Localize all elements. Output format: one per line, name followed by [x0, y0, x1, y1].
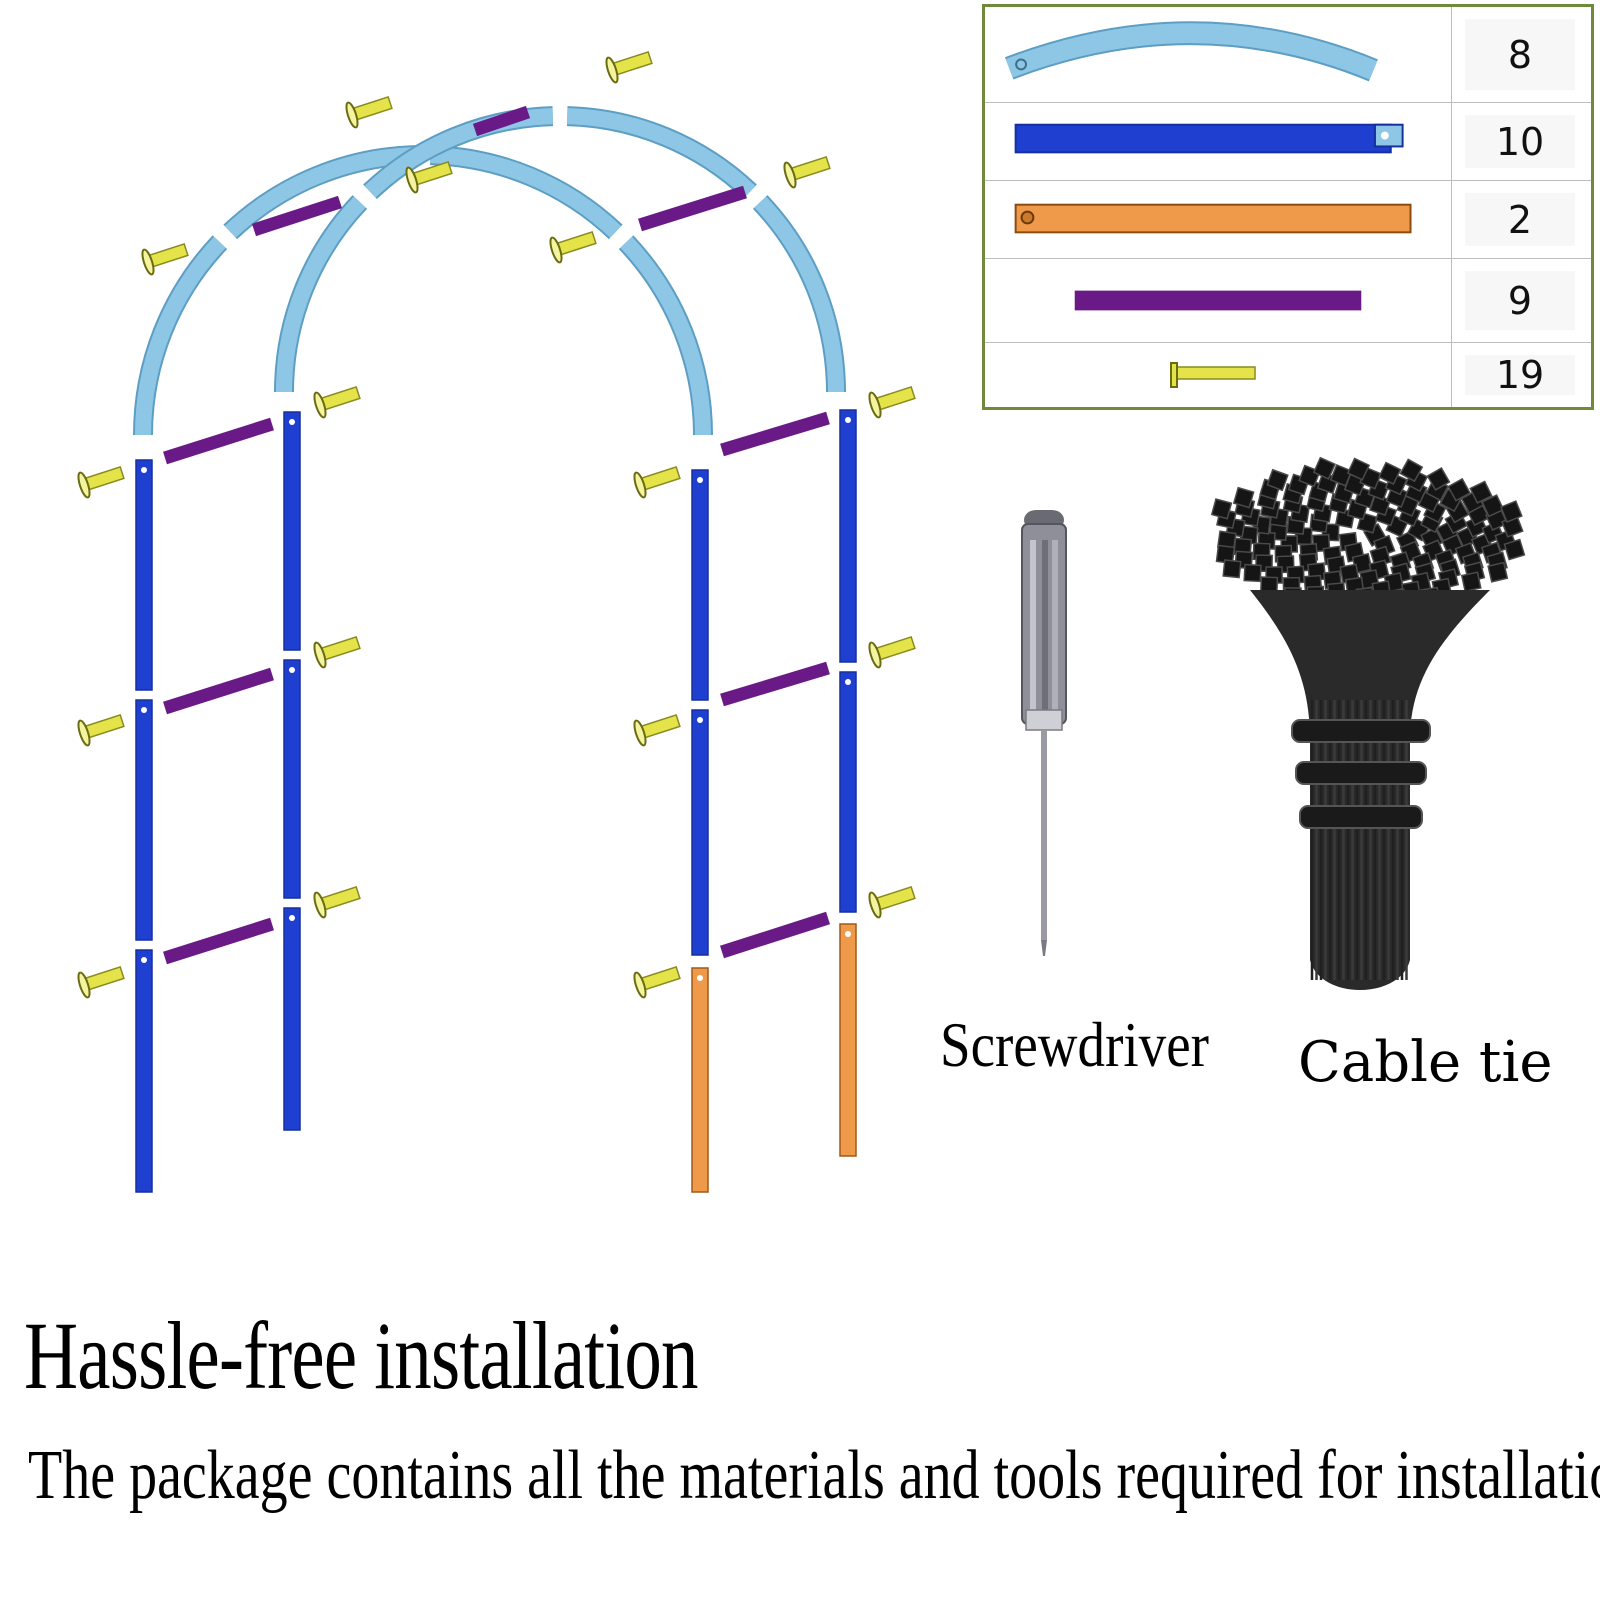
- straight-tube: [691, 709, 709, 956]
- quantity-curved-tube: 8: [1465, 19, 1575, 90]
- ground-stake-icon: [1014, 203, 1412, 234]
- screw-hole: [697, 975, 703, 981]
- screw: [633, 965, 681, 999]
- cross-bar: [251, 195, 343, 237]
- quantity-screw: 19: [1465, 353, 1575, 397]
- screw: [633, 465, 681, 499]
- cross-bar: [163, 417, 274, 465]
- screw-hole: [845, 679, 851, 685]
- screwdriver-label: Screwdriver: [940, 1009, 1209, 1080]
- straight-tube: [839, 409, 857, 663]
- straight-tube-icon: [1014, 123, 1404, 154]
- straight-tube: [135, 699, 153, 941]
- parts-row-cross-bar: 9: [985, 259, 1591, 343]
- cable-tie-bundle-icon: [1210, 456, 1526, 990]
- parts-quantity-table: 8 10 2 9 19: [982, 4, 1594, 410]
- curved-tube-segment: [754, 196, 844, 393]
- screw: [77, 965, 125, 999]
- screw-hole: [697, 717, 703, 723]
- screw: [141, 242, 189, 276]
- curved-tube-segment: [430, 147, 622, 238]
- screw-hole: [141, 467, 147, 473]
- straight-tube: [135, 459, 153, 691]
- curved-tube-icon: [1004, 21, 1378, 82]
- straight-tube: [283, 659, 301, 899]
- ground-stake: [691, 967, 709, 1193]
- quantity-straight-tube: 10: [1465, 115, 1575, 168]
- arch-assembly-diagram: [77, 50, 916, 1193]
- ground-stake: [839, 923, 857, 1157]
- subline: The package contains all the materials a…: [28, 1437, 1600, 1514]
- screw-hole: [141, 957, 147, 963]
- cable-tie-label: Cable tie: [1298, 1030, 1553, 1095]
- screwdriver-icon: [1021, 510, 1067, 956]
- parts-row-screw: 19: [985, 343, 1591, 407]
- curved-tube-segment: [276, 196, 366, 393]
- straight-tube: [135, 949, 153, 1193]
- screw-hole: [289, 915, 295, 921]
- screw: [313, 635, 361, 669]
- screw: [549, 230, 597, 264]
- cross-bar: [720, 411, 830, 457]
- screw-hole: [845, 931, 851, 937]
- curved-tube-segment: [135, 236, 226, 436]
- headline: Hassle-free installation: [24, 1302, 698, 1409]
- screw: [77, 713, 125, 747]
- screw: [868, 385, 916, 419]
- screw: [868, 635, 916, 669]
- cross-bar: [720, 911, 830, 959]
- screw: [345, 95, 393, 129]
- screw: [783, 155, 831, 189]
- straight-tube: [839, 671, 857, 913]
- arch-curved-tubes: [133, 106, 846, 436]
- screw-icon: [1170, 362, 1256, 388]
- cross-bar: [163, 667, 274, 715]
- quantity-cross-bar: 9: [1465, 271, 1575, 330]
- cross-bar: [163, 917, 274, 965]
- screw: [868, 885, 916, 919]
- screw-hole: [697, 477, 703, 483]
- quantity-ground-stake: 2: [1465, 193, 1575, 246]
- arch-cross-bars: [163, 105, 830, 965]
- screw-hole: [289, 667, 295, 673]
- straight-tube: [691, 469, 709, 701]
- screw-hole: [845, 417, 851, 423]
- arch-straight-tubes: [135, 409, 857, 1193]
- cross-bar: [720, 661, 830, 707]
- curved-tube-segment: [620, 236, 711, 436]
- screw: [77, 465, 125, 499]
- cross-bar-icon: [1074, 290, 1362, 311]
- curved-tube-segment: [567, 108, 756, 198]
- parts-row-straight-tube: 10: [985, 103, 1591, 181]
- parts-row-ground-stake: 2: [985, 181, 1591, 259]
- arch-screws: [77, 50, 916, 999]
- screw: [405, 160, 453, 194]
- screw-hole: [289, 419, 295, 425]
- cross-bar: [472, 105, 531, 137]
- screw: [313, 385, 361, 419]
- straight-tube: [283, 907, 301, 1131]
- curved-tube-segment: [224, 147, 416, 238]
- parts-row-curved-tube: 8: [985, 7, 1591, 103]
- straight-tube: [283, 411, 301, 651]
- screw: [605, 50, 653, 84]
- screw: [313, 885, 361, 919]
- screw-hole: [141, 707, 147, 713]
- cross-bar: [638, 185, 747, 232]
- screw: [633, 713, 681, 747]
